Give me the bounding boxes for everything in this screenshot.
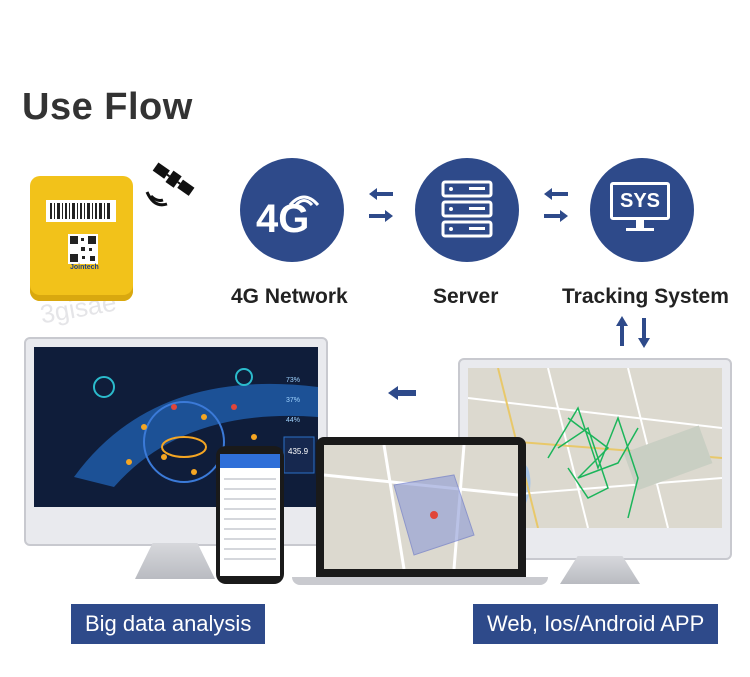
monitor-stand bbox=[560, 556, 640, 584]
tracking-icon-text: SYS bbox=[610, 182, 670, 220]
page-title: Use Flow bbox=[22, 86, 193, 128]
dashboard-stat: 73% bbox=[286, 377, 301, 384]
server-circle bbox=[415, 158, 519, 262]
vertical-arrows-icon bbox=[614, 314, 654, 355]
gps-tracker-device: Jointech bbox=[30, 176, 133, 301]
tracking-label: Tracking System bbox=[562, 285, 729, 308]
laptop-base bbox=[292, 577, 548, 585]
laptop bbox=[316, 437, 526, 577]
qr-code bbox=[68, 234, 98, 264]
device-brand: Jointech bbox=[70, 264, 99, 271]
bidirectional-arrow-icon bbox=[365, 186, 397, 226]
dashboard-stat: 44% bbox=[286, 417, 301, 424]
dashboard-stat: 435.9 bbox=[288, 447, 309, 456]
tracking-circle: SYS bbox=[590, 158, 694, 262]
barcode bbox=[46, 200, 116, 222]
monitor-icon: SYS bbox=[610, 182, 674, 238]
network-circle: 4G bbox=[240, 158, 344, 262]
laptop-screen bbox=[324, 445, 518, 569]
server-label: Server bbox=[433, 285, 499, 308]
left-arrow-icon bbox=[386, 386, 418, 405]
network-label: 4G Network bbox=[231, 285, 348, 308]
phone-screen bbox=[220, 454, 280, 576]
app-label: Web, Ios/Android APP bbox=[473, 604, 719, 644]
bidirectional-arrow-icon bbox=[540, 186, 572, 226]
server-icon bbox=[441, 180, 493, 238]
dashboard-stat: 37% bbox=[286, 397, 301, 404]
monitor-stand bbox=[135, 543, 215, 579]
smartphone bbox=[216, 446, 284, 584]
network-icon-text: 4G bbox=[256, 197, 310, 241]
satellite-icon bbox=[145, 156, 200, 213]
signal-icon bbox=[288, 195, 320, 207]
big-data-label: Big data analysis bbox=[71, 604, 266, 644]
